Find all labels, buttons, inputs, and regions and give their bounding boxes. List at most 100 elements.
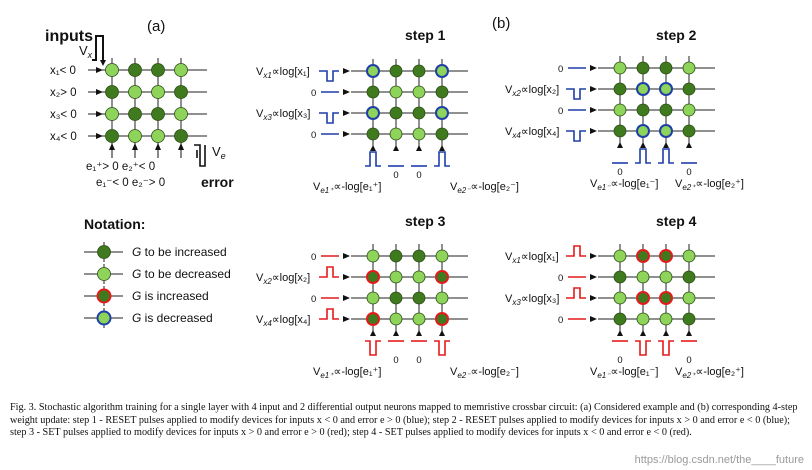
panel-a-node <box>174 129 188 143</box>
panel-a-node <box>105 107 119 121</box>
step3-node <box>389 249 403 263</box>
step2-col-label: Ve2⁺∝-log[e₂⁺] <box>675 178 744 192</box>
step3-node <box>435 249 449 263</box>
error-pulse-icon <box>194 144 206 167</box>
step2-node <box>613 103 627 117</box>
step1-node <box>412 85 426 99</box>
step2-node <box>613 124 627 138</box>
notation-item-label: G is decreased <box>132 311 213 325</box>
arrow-up-icon <box>663 330 669 336</box>
step4-node <box>682 270 696 284</box>
step2-node <box>682 82 696 96</box>
step2-row-zero: 0 <box>558 106 563 117</box>
step4-node <box>613 270 627 284</box>
step3-row-pulse <box>319 266 339 278</box>
arrow-up-icon <box>132 143 138 150</box>
error-line-1: e₁⁺> 0 e₂⁺< 0 <box>86 161 155 173</box>
step1-node <box>412 64 426 78</box>
arrow-right-icon <box>343 131 350 137</box>
step4-node <box>636 291 650 305</box>
arrow-down-icon <box>100 60 106 66</box>
panel-a-label: (a) <box>147 18 165 35</box>
panel-a-row-label: x₃< 0 <box>50 109 77 121</box>
step4-node <box>636 270 650 284</box>
step4-node <box>613 291 627 305</box>
step2-node <box>636 103 650 117</box>
step2-row-zero: 0 <box>558 64 563 75</box>
step4-row-label: Vx3∝log[x₃] <box>505 293 559 307</box>
step1-node <box>389 85 403 99</box>
step3-node <box>389 312 403 326</box>
arrow-right-icon <box>590 86 597 92</box>
step4-node <box>659 291 673 305</box>
panel-a-node <box>151 129 165 143</box>
step4-node <box>682 291 696 305</box>
arrow-right-icon <box>590 316 597 322</box>
notation-title: Notation: <box>84 216 145 232</box>
step4-col-label: Ve2⁺∝-log[e₂⁺] <box>675 366 744 380</box>
step3-col-zero: 0 <box>416 355 421 366</box>
step2-row-pulse <box>566 130 586 142</box>
step4-row-label: Vx1∝log[x₁] <box>505 251 559 265</box>
step2-node <box>636 124 650 138</box>
notation-node <box>96 310 112 326</box>
panel-a-node <box>128 85 142 99</box>
step1-col-label: Ve2⁻∝-log[e₂⁻] <box>450 181 519 195</box>
step4-col-pulse <box>658 340 674 356</box>
step4-row-pulse <box>566 245 586 257</box>
step1-node <box>389 106 403 120</box>
step2-node <box>682 61 696 75</box>
step3-node <box>366 270 380 284</box>
step2-node <box>613 61 627 75</box>
arrow-right-icon <box>343 68 350 74</box>
step4-node <box>659 270 673 284</box>
step1-node <box>389 64 403 78</box>
arrow-up-icon <box>393 330 399 336</box>
notation-item-label: G to be decreased <box>132 267 231 281</box>
step2-node <box>636 82 650 96</box>
step4-col-label: Ve1⁻∝-log[e₁⁻] <box>590 366 658 380</box>
step4-node <box>613 312 627 326</box>
step4-node <box>682 249 696 263</box>
arrow-right-icon <box>96 111 103 117</box>
step2-row-label: Vx4∝log[x₄] <box>505 126 559 140</box>
arrow-up-icon <box>439 330 445 336</box>
step2-node <box>636 61 650 75</box>
step4-row-pulse <box>566 287 586 299</box>
panel-a-node <box>128 129 142 143</box>
arrow-right-icon <box>96 67 103 73</box>
panel-a-node <box>151 85 165 99</box>
step2-node <box>659 61 673 75</box>
step3-node <box>366 291 380 305</box>
arrow-right-icon <box>96 89 103 95</box>
step1-node <box>412 106 426 120</box>
step3-node <box>412 291 426 305</box>
step1-col-zero: 0 <box>416 170 421 181</box>
step4-row-zero: 0 <box>558 315 563 326</box>
step1-node <box>366 64 380 78</box>
step3-node <box>366 249 380 263</box>
arrow-up-icon <box>370 145 376 151</box>
panel-a-node <box>128 63 142 77</box>
step1-row-zero: 0 <box>311 130 316 141</box>
step1-node <box>366 106 380 120</box>
arrow-up-icon <box>109 143 115 150</box>
step3-node <box>412 249 426 263</box>
arrow-up-icon <box>640 142 646 148</box>
arrow-right-icon <box>343 89 350 95</box>
step2-col-pulse <box>658 148 674 164</box>
step2-node <box>659 124 673 138</box>
step1-node <box>435 64 449 78</box>
arrow-right-icon <box>343 274 350 280</box>
notation-node <box>97 267 111 281</box>
input-pulse-icon <box>92 35 104 64</box>
step4-col-zero: 0 <box>617 355 622 366</box>
step3-row-label: Vx4∝log[x₄] <box>256 314 310 328</box>
arrow-right-icon <box>343 110 350 116</box>
error-label: error <box>201 174 234 190</box>
step3-title: step 3 <box>405 213 446 229</box>
step3-col-pulse <box>365 340 381 356</box>
step4-node <box>659 249 673 263</box>
step1-row-label: Vx1∝log[x₁] <box>256 66 310 80</box>
